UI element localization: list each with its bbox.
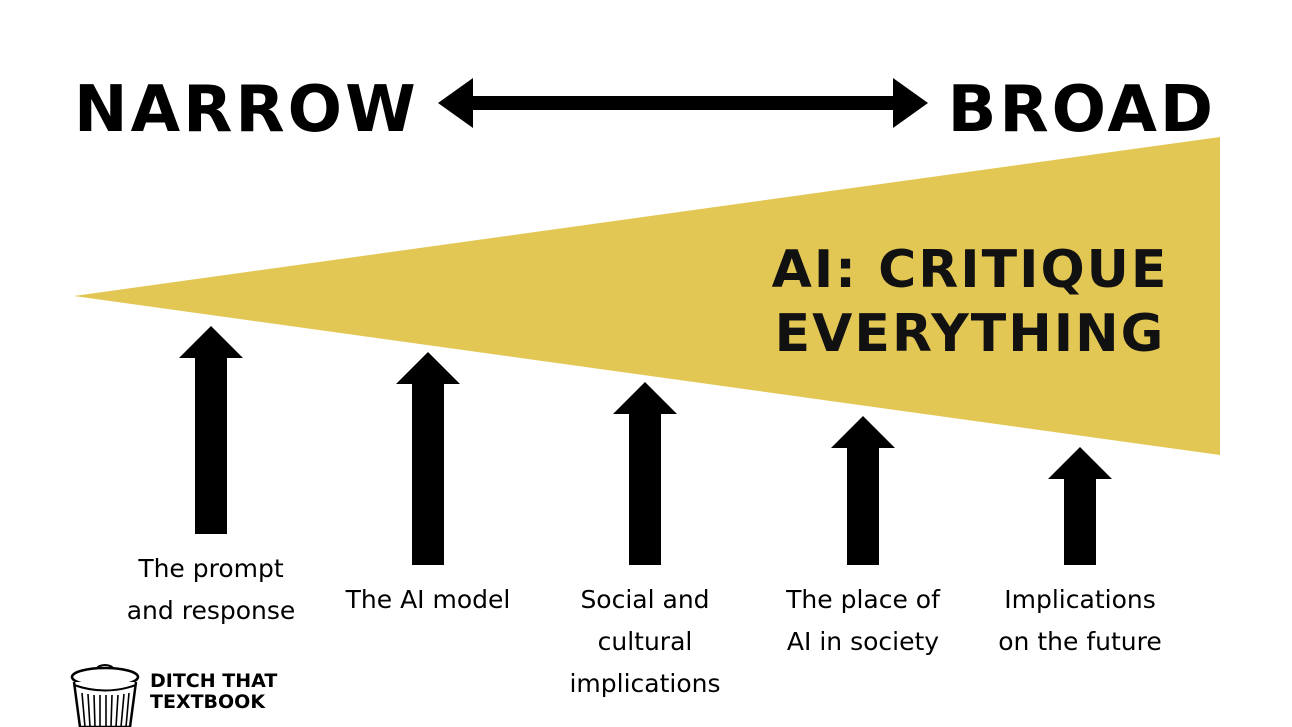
level-label-society: The place of AI in society (753, 579, 973, 663)
narrow-label: NARROW (74, 73, 419, 147)
level-label-line: Social and (580, 585, 710, 614)
broad-label: BROAD (947, 73, 1216, 147)
level-label-model: The AI model (318, 579, 538, 621)
brand-logo-text: DITCH THAT TEXTBOOK (150, 671, 277, 713)
level-label-social: Social and cultural implications (535, 579, 755, 705)
up-arrow-icon-prompt (179, 326, 243, 534)
up-arrow-icon-future (1048, 447, 1112, 565)
level-label-line: on the future (998, 627, 1162, 656)
up-arrow-icon-model (396, 352, 460, 565)
logo-line-1: DITCH THAT (150, 670, 278, 692)
logo-line-2: TEXTBOOK (150, 691, 266, 713)
diagram-title: AI: CRITIQUE EVERYTHING (760, 238, 1180, 366)
level-label-line: Implications (1004, 585, 1156, 614)
level-label-line: The place of (786, 585, 940, 614)
level-label-line: cultural (597, 627, 693, 656)
level-label-line: and response (126, 596, 296, 625)
level-label-line: The prompt (138, 554, 284, 583)
title-line-1: AI: CRITIQUE (771, 240, 1169, 300)
level-label-line: implications (569, 669, 721, 698)
level-label-prompt: The prompt and response (101, 548, 321, 632)
level-label-line: The AI model (345, 585, 511, 614)
level-label-future: Implications on the future (970, 579, 1190, 663)
scope-wedge (74, 137, 1220, 455)
level-label-line: AI in society (786, 627, 940, 656)
up-arrow-icon-society (831, 416, 895, 565)
title-line-2: EVERYTHING (774, 304, 1166, 364)
narrow-broad-double-arrow-icon (438, 78, 928, 128)
trash-can-icon (70, 664, 140, 727)
up-arrow-icon-social (613, 382, 677, 565)
